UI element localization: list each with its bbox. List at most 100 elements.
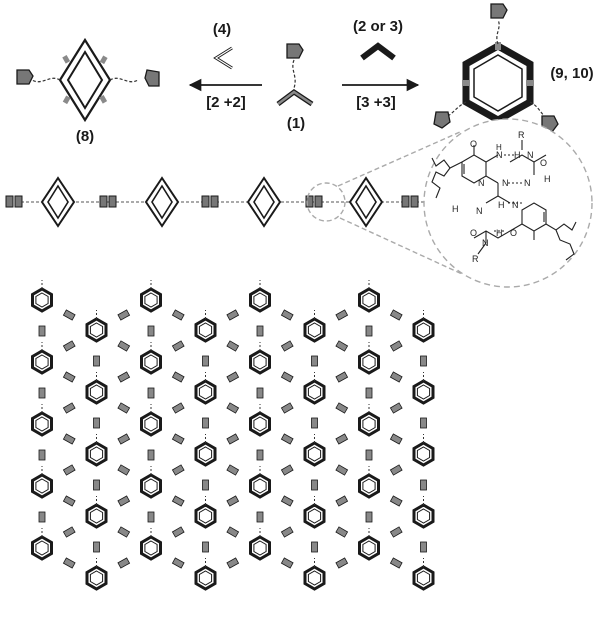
network-hexagon bbox=[412, 434, 435, 467]
rhombus-dimer-8 bbox=[16, 37, 160, 123]
network-linker bbox=[335, 340, 349, 352]
network-hexagon bbox=[249, 342, 271, 375]
network-linker bbox=[280, 464, 294, 476]
network-linker bbox=[147, 449, 155, 461]
network-linker bbox=[389, 433, 403, 445]
network-linker bbox=[256, 387, 264, 399]
chain-linker bbox=[99, 195, 117, 208]
network-linker bbox=[117, 433, 131, 445]
atom-N-3: N bbox=[478, 178, 485, 188]
network-hexagon bbox=[194, 558, 217, 591]
chain-linker bbox=[401, 195, 419, 208]
network-linker bbox=[365, 511, 373, 523]
network-linker bbox=[389, 557, 403, 569]
network-linker bbox=[147, 387, 155, 399]
network-linker bbox=[420, 541, 427, 553]
atom-N-8: N bbox=[482, 238, 489, 248]
network-linker bbox=[62, 402, 76, 414]
atom-H-1: H bbox=[496, 143, 502, 152]
network-linker bbox=[335, 402, 349, 414]
network-linker bbox=[171, 371, 185, 383]
network-linker bbox=[311, 479, 318, 491]
atom-H-6: H bbox=[496, 228, 503, 238]
network-hexagon bbox=[31, 404, 53, 437]
network-linker bbox=[202, 479, 209, 491]
label-reagent-2-or-3: (2 or 3) bbox=[353, 18, 403, 35]
label-compound-1: (1) bbox=[287, 115, 305, 132]
network-linker bbox=[93, 417, 100, 429]
network-hexagon bbox=[412, 558, 435, 591]
network-linker bbox=[62, 557, 76, 569]
network-linker bbox=[38, 449, 46, 461]
network-linker bbox=[62, 526, 76, 538]
network-linker bbox=[389, 309, 403, 321]
chain-linker bbox=[5, 195, 23, 208]
network-linker bbox=[335, 433, 349, 445]
network-linker bbox=[311, 541, 318, 553]
network-linker bbox=[280, 495, 294, 507]
network-linker bbox=[389, 402, 403, 414]
network-linker bbox=[62, 495, 76, 507]
network-linker bbox=[117, 402, 131, 414]
atom-N-4: N bbox=[502, 178, 509, 188]
network-hexagon bbox=[358, 404, 380, 437]
atom-H-2: H bbox=[514, 150, 521, 160]
atom-O-3: O bbox=[470, 228, 477, 238]
network-linker bbox=[171, 526, 185, 538]
network-linker bbox=[226, 340, 240, 352]
network-hexagon bbox=[31, 528, 53, 561]
network-linker bbox=[62, 464, 76, 476]
chain-linker bbox=[201, 195, 219, 208]
network-linker bbox=[171, 464, 185, 476]
network-hexagon bbox=[85, 558, 108, 591]
network-linker bbox=[365, 387, 373, 399]
network-hexagon bbox=[85, 434, 108, 467]
network-hexagon bbox=[412, 496, 435, 529]
upy-dimer-structure bbox=[431, 140, 577, 261]
network-linker bbox=[389, 495, 403, 507]
chain-rhombus bbox=[246, 176, 282, 228]
network-hexagon bbox=[140, 404, 162, 437]
network-hexagon bbox=[194, 310, 217, 343]
atom-N-6: N bbox=[476, 206, 483, 216]
network-linker bbox=[117, 557, 131, 569]
network-linker bbox=[226, 433, 240, 445]
atom-H-3: H bbox=[544, 174, 551, 184]
chain-rhombus bbox=[348, 176, 384, 228]
network-hexagon bbox=[358, 280, 380, 313]
network-hexagon bbox=[140, 342, 162, 375]
network-linker bbox=[280, 402, 294, 414]
network-linker bbox=[226, 495, 240, 507]
chain-rhombus bbox=[144, 176, 180, 228]
network-linker bbox=[93, 355, 100, 367]
network-hexagon bbox=[140, 528, 162, 561]
network-linker bbox=[202, 417, 209, 429]
network-hexagon bbox=[249, 404, 271, 437]
label-condition-2plus2: [2 +2] bbox=[206, 94, 246, 111]
atom-H-4: H bbox=[452, 204, 459, 214]
network-linker bbox=[93, 541, 100, 553]
network-linker bbox=[62, 309, 76, 321]
network-hexagon bbox=[140, 280, 162, 313]
network-hexagon bbox=[31, 342, 53, 375]
network-linker bbox=[365, 325, 373, 337]
network-hexagon bbox=[303, 434, 326, 467]
network-hexagon bbox=[303, 310, 326, 343]
network-linker bbox=[171, 557, 185, 569]
network-linker bbox=[38, 387, 46, 399]
network-linker bbox=[62, 371, 76, 383]
network-linker bbox=[226, 464, 240, 476]
atom-O-1: O bbox=[470, 139, 477, 149]
network-hexagon bbox=[412, 310, 435, 343]
atom-N-7: N bbox=[512, 200, 519, 210]
network-linker bbox=[226, 309, 240, 321]
network-linker bbox=[280, 526, 294, 538]
network-linker bbox=[117, 371, 131, 383]
network-linker bbox=[171, 433, 185, 445]
network-linker bbox=[335, 464, 349, 476]
network-linker bbox=[335, 309, 349, 321]
network-linker bbox=[171, 340, 185, 352]
network-hexagon bbox=[303, 496, 326, 529]
